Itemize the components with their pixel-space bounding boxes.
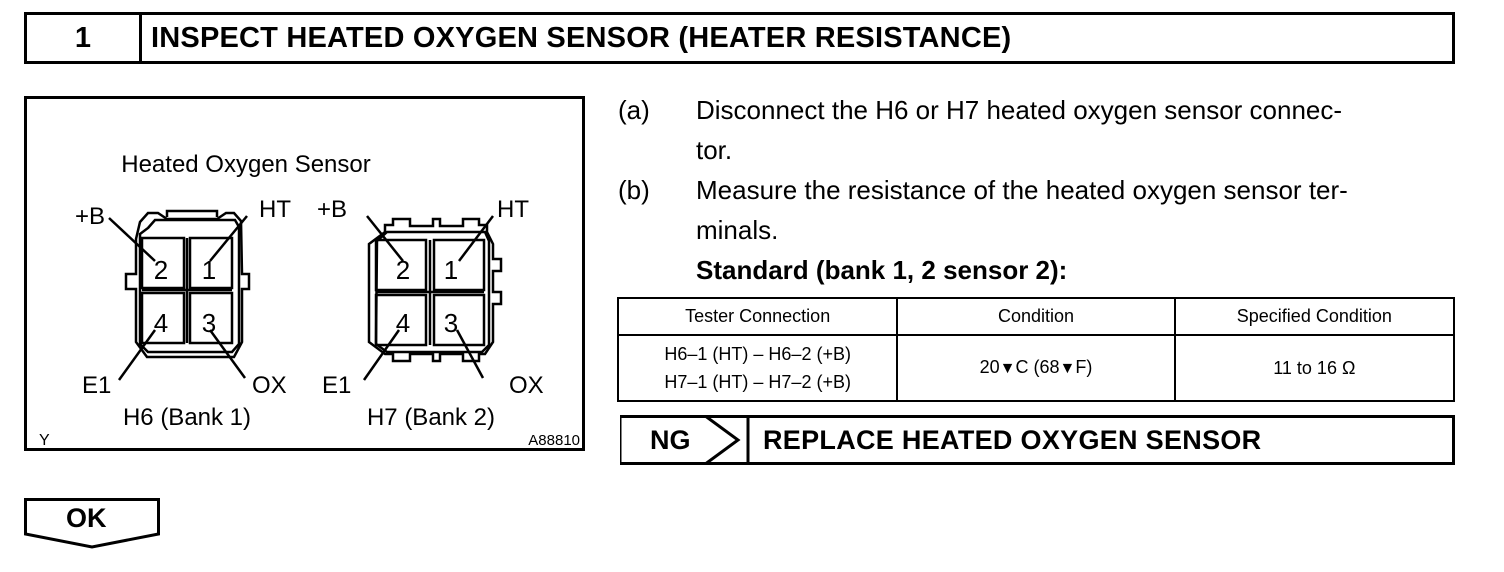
- h6-caption: H6 (Bank 1): [123, 404, 251, 431]
- ok-box: [24, 498, 160, 549]
- step-title: INSPECT HEATED OXYGEN SENSOR (HEATER RES…: [151, 21, 1012, 54]
- header-condition: Condition: [896, 297, 1176, 336]
- condition-mid: C (68: [1015, 357, 1060, 377]
- cell-specified-condition: 11 to 16 Ω: [1173, 334, 1456, 402]
- ng-box: [620, 415, 1455, 465]
- step-a-line2: tor.: [696, 135, 733, 165]
- h6-label-e1: E1: [82, 372, 111, 399]
- h7-label-plus-b: +B: [317, 196, 347, 223]
- step-letter-a: (a): [618, 95, 650, 125]
- step-header: 1 INSPECT HEATED OXYGEN SENSOR (HEATER R…: [24, 12, 1455, 64]
- standard-label: Standard (bank 1, 2 sensor 2):: [696, 255, 1068, 285]
- degree-glyph-icon: ▼: [999, 360, 1016, 377]
- degree-glyph-icon: ▼: [1059, 360, 1076, 377]
- ok-label: OK: [66, 503, 107, 533]
- header-specified-condition: Specified Condition: [1173, 297, 1456, 336]
- condition-prefix: 20: [979, 357, 1000, 377]
- h7-label-ox: OX: [509, 372, 544, 399]
- condition-suffix: F): [1075, 357, 1093, 377]
- h7-terminal-1: 1: [444, 255, 458, 285]
- step-letter-b: (b): [618, 175, 650, 205]
- h6-terminal-2: 2: [154, 255, 168, 285]
- h7-caption: H7 (Bank 2): [367, 404, 495, 431]
- figure-title: Heated Oxygen Sensor: [121, 151, 370, 178]
- h6-terminal-3: 3: [202, 308, 216, 338]
- connection-h6: H6–1 (HT) – H6–2 (+B): [664, 344, 851, 364]
- h6-terminal-1: 1: [202, 255, 216, 285]
- step-a-line1: Disconnect the H6 or H7 heated oxygen se…: [696, 95, 1343, 125]
- step-b-line1: Measure the resistance of the heated oxy…: [696, 175, 1348, 205]
- connector-h7: [362, 215, 503, 381]
- spec-table: Tester Connection Condition Specified Co…: [616, 297, 1456, 402]
- corner-mark: Y: [39, 432, 50, 449]
- header-tester-connection: Tester Connection: [616, 297, 899, 336]
- step-a: (a) Disconnect the H6 or H7 heated oxyge…: [618, 90, 1468, 170]
- h6-label-ox: OX: [252, 372, 287, 399]
- h7-terminal-4: 4: [396, 308, 410, 338]
- h6-label-ht: HT: [259, 196, 291, 223]
- step-b-line2: minals.: [696, 215, 779, 245]
- table-row: H6–1 (HT) – H6–2 (+B) H7–1 (HT) – H7–2 (…: [616, 334, 1456, 402]
- h6-terminal-4: 4: [154, 308, 168, 338]
- cell-tester-connection: H6–1 (HT) – H6–2 (+B) H7–1 (HT) – H7–2 (…: [616, 334, 899, 402]
- connector-h6: [108, 209, 251, 381]
- connection-h7: H7–1 (HT) – H7–2 (+B): [664, 372, 851, 392]
- step-number: 1: [27, 15, 142, 61]
- h7-label-ht: HT: [497, 196, 529, 223]
- h7-terminal-2: 2: [396, 255, 410, 285]
- h6-label-plus-b: +B: [75, 203, 105, 230]
- h7-label-e1: E1: [322, 372, 351, 399]
- cell-condition: 20▼C (68▼F): [896, 334, 1176, 402]
- ng-label: NG: [650, 424, 691, 455]
- table-header-row: Tester Connection Condition Specified Co…: [616, 297, 1456, 336]
- ng-action: REPLACE HEATED OXYGEN SENSOR: [763, 424, 1262, 455]
- figure-id: A88810: [528, 432, 580, 449]
- connector-diagram: Heated Oxygen Sensor 2 1 4 3 +B HT E1 OX…: [24, 96, 585, 451]
- step-b: (b) Measure the resistance of the heated…: [618, 170, 1468, 250]
- h7-terminal-3: 3: [444, 308, 458, 338]
